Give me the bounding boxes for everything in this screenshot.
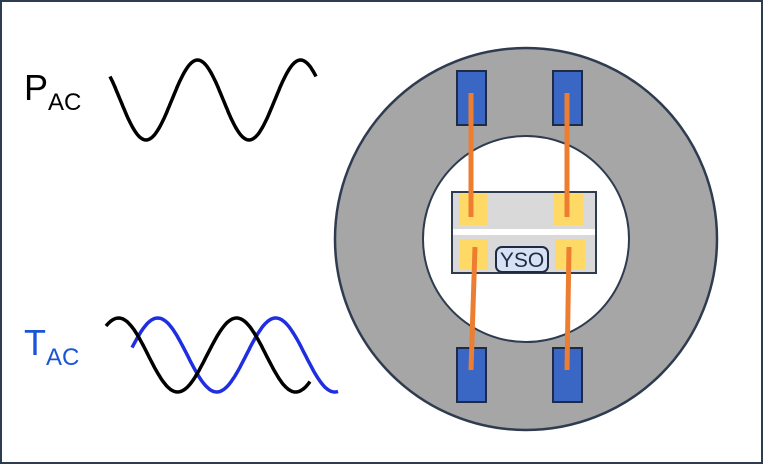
temperature-label-main: T [24, 322, 46, 363]
pressure-label-main: P [24, 67, 48, 108]
temperature-sine-wave-shifted [130, 316, 339, 394]
sample-label-box [495, 246, 549, 273]
temperature-sine-wave-reference [104, 316, 312, 394]
pressure-label: PAC [24, 67, 81, 116]
wire-bottom-left [468, 246, 478, 371]
sample-label: YSO [500, 249, 544, 272]
temperature-label-sub: AC [46, 344, 79, 371]
temperature-label: TAC [24, 322, 79, 371]
wire-bottom-right [564, 246, 572, 371]
pressure-sine-wave [108, 58, 318, 142]
sample-gap [453, 229, 595, 235]
pressure-label-sub: AC [48, 89, 81, 116]
